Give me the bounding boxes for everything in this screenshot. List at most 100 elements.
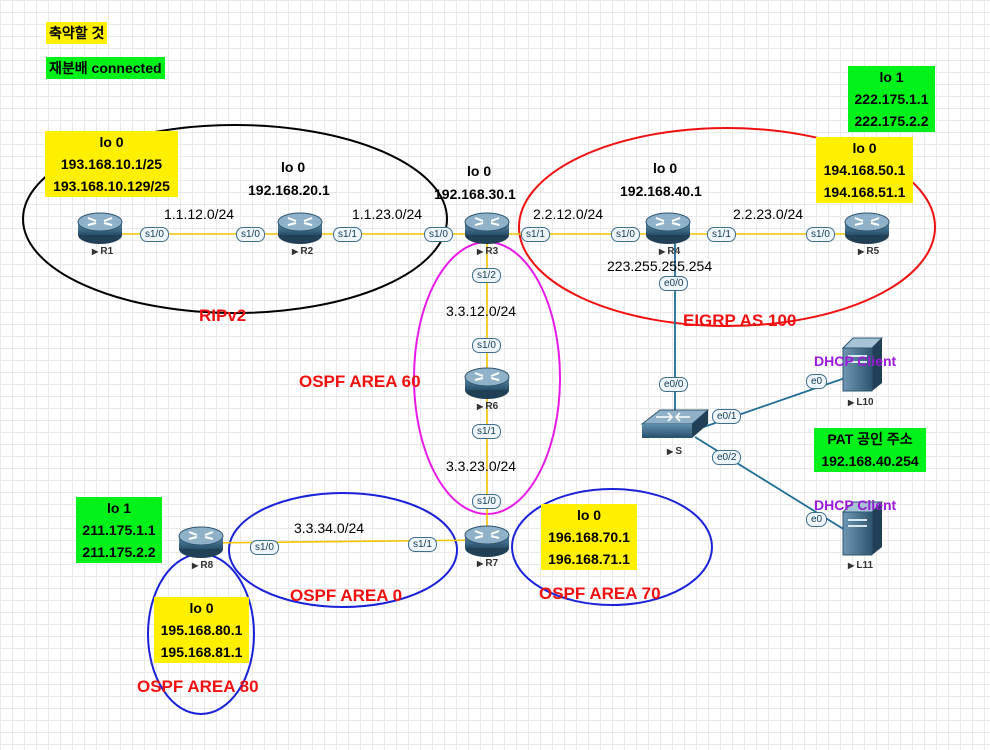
router-r4-icon[interactable] <box>645 212 691 245</box>
r2-loopback-addr: 192.168.20.1 <box>248 182 330 198</box>
r2-s10-iface[interactable]: s1/0 <box>236 227 265 242</box>
r1-loopback-box: lo 0 193.168.10.1/25 193.168.10.129/25 <box>45 131 178 197</box>
r3-s10-iface[interactable]: s1/0 <box>424 227 453 242</box>
r5-lo1-addr-2: 222.175.2.2 <box>854 113 929 129</box>
switch-s-icon[interactable] <box>640 409 710 438</box>
net-r6-r7: 3.3.23.0/24 <box>446 458 517 474</box>
router-r7-icon[interactable] <box>464 525 510 558</box>
net-r8-r7: 3.3.34.0/24 <box>294 520 365 536</box>
l10-client-label: DHCP Client <box>814 353 897 369</box>
link-r8-r7 <box>202 539 488 544</box>
router-r8-icon[interactable] <box>178 526 224 559</box>
l10-e0-iface[interactable]: e0 <box>806 374 828 389</box>
area-ospf80-label: OSPF AREA 80 <box>137 677 259 696</box>
r7-label: R7 <box>477 558 498 569</box>
eigrp-area-boundary <box>518 127 936 327</box>
r8-lo1-addr-2: 211.175.2.2 <box>82 544 156 560</box>
l11-label: L11 <box>848 560 873 571</box>
net-r1-r2: 1.1.12.0/24 <box>164 206 235 222</box>
r3-label: R3 <box>477 246 498 257</box>
r2-loopback-name: lo 0 <box>281 159 306 175</box>
r1-loopback-addr-2: 193.168.10.129/25 <box>53 178 170 194</box>
area-rip-label: RIPv2 <box>199 306 247 325</box>
area-ospf70-label: OSPF AREA 70 <box>539 584 661 603</box>
net-r2-r3: 1.1.23.0/24 <box>352 206 423 222</box>
r6-label: R6 <box>477 401 498 412</box>
router-r2-icon[interactable] <box>277 212 323 245</box>
r5-label: R5 <box>858 246 879 257</box>
net-r4-ext: 223.255.255.254 <box>607 258 713 274</box>
r7-loopback-box: lo 0 196.168.70.1 196.168.71.1 <box>541 504 637 570</box>
r2-label: R2 <box>292 246 313 257</box>
ospf-area70-boundary <box>511 488 713 606</box>
net-r4-r5: 2.2.23.0/24 <box>733 206 804 222</box>
router-r6-icon[interactable] <box>464 367 510 400</box>
r8-lo1-name: lo 1 <box>106 500 132 516</box>
serial-links <box>100 233 867 544</box>
r5-lo1-addr-1: 222.175.1.1 <box>854 91 929 107</box>
r7-s11-iface[interactable]: s1/1 <box>408 537 437 552</box>
s-label: S <box>667 446 682 457</box>
r5-lo0-addr-2: 194.168.51.1 <box>823 184 906 200</box>
r3-s12-iface[interactable]: s1/2 <box>472 268 501 283</box>
r2-s11-iface[interactable]: s1/1 <box>333 227 362 242</box>
pc-l11-icon[interactable] <box>841 501 884 556</box>
net-r3-r4: 2.2.12.0/24 <box>533 206 604 222</box>
r5-lo0-addr-1: 194.168.50.1 <box>823 162 906 178</box>
router-r3-icon[interactable] <box>464 212 510 245</box>
r1-loopback-addr-1: 193.168.10.1/25 <box>60 156 163 172</box>
r4-loopback-name: lo 0 <box>653 160 678 176</box>
r4-label: R4 <box>659 246 680 257</box>
r3-loopback-addr: 192.168.30.1 <box>434 186 516 202</box>
pat-box: PAT 공인 주소 192.168.40.254 <box>814 428 926 472</box>
pat-address: 192.168.40.254 <box>821 453 919 469</box>
legend-summarize: 축약할 것 <box>46 22 108 44</box>
r5-lo0-name: lo 0 <box>852 140 877 156</box>
area-eigrp-label: EIGRP AS 100 <box>683 311 797 330</box>
ospf-area0-boundary <box>228 492 458 608</box>
r8-s10-iface[interactable]: s1/0 <box>250 540 279 555</box>
r5-lo1-name: lo 1 <box>879 69 904 85</box>
r5-s10-iface[interactable]: s1/0 <box>806 227 835 242</box>
legend-redistribute: 재분배 connected <box>46 57 165 79</box>
r7-loopback-addr-2: 196.168.71.1 <box>548 551 630 567</box>
area-ospf0-label: OSPF AREA 0 <box>290 586 403 605</box>
r3-s11-iface[interactable]: s1/1 <box>521 227 550 242</box>
net-r3-r6: 3.3.12.0/24 <box>446 303 517 319</box>
r4-e00-iface[interactable]: e0/0 <box>659 276 689 291</box>
r8-lo1-addr-1: 211.175.1.1 <box>82 522 156 538</box>
r3-loopback-name: lo 0 <box>467 163 492 179</box>
r5-lo0-box: lo 0 194.168.50.1 194.168.51.1 <box>816 137 913 203</box>
r8-lo1-box: lo 1 211.175.1.1 211.175.2.2 <box>76 497 162 563</box>
r8-label: R8 <box>192 560 213 571</box>
l10-label: L10 <box>848 397 873 408</box>
r1-label: R1 <box>92 246 113 257</box>
r1-loopback-name: lo 0 <box>99 134 124 150</box>
l11-e0-iface[interactable]: e0 <box>806 512 828 527</box>
r8-lo0-name: lo 0 <box>189 600 214 616</box>
r8-lo0-addr-2: 195.168.81.1 <box>160 644 243 660</box>
r4-s10-iface[interactable]: s1/0 <box>611 227 640 242</box>
r7-loopback-name: lo 0 <box>576 507 602 523</box>
r7-s10-iface[interactable]: s1/0 <box>472 494 501 509</box>
pc-l10-icon[interactable] <box>841 337 884 392</box>
router-r1-icon[interactable] <box>77 212 123 245</box>
pat-title: PAT 공인 주소 <box>827 431 913 447</box>
rip-area-boundary <box>22 124 448 314</box>
r8-lo0-addr-1: 195.168.80.1 <box>160 622 243 638</box>
r7-loopback-addr-1: 196.168.70.1 <box>548 529 630 545</box>
area-ospf60-label: OSPF AREA 60 <box>299 372 421 391</box>
s-e02-iface[interactable]: e0/2 <box>712 450 742 465</box>
r1-s10-iface[interactable]: s1/0 <box>140 227 169 242</box>
r6-s10-iface[interactable]: s1/0 <box>472 338 501 353</box>
l11-client-label: DHCP Client <box>814 497 897 513</box>
router-r5-icon[interactable] <box>844 212 890 245</box>
r6-s11-iface[interactable]: s1/1 <box>472 424 501 439</box>
r8-lo0-box: lo 0 195.168.80.1 195.168.81.1 <box>154 597 249 663</box>
r5-lo1-box: lo 1 222.175.1.1 222.175.2.2 <box>848 66 935 132</box>
r4-loopback-addr: 192.168.40.1 <box>620 183 702 199</box>
s-e01-iface[interactable]: e0/1 <box>712 409 742 424</box>
r4-s11-iface[interactable]: s1/1 <box>707 227 736 242</box>
s-e00-iface[interactable]: e0/0 <box>659 377 689 392</box>
